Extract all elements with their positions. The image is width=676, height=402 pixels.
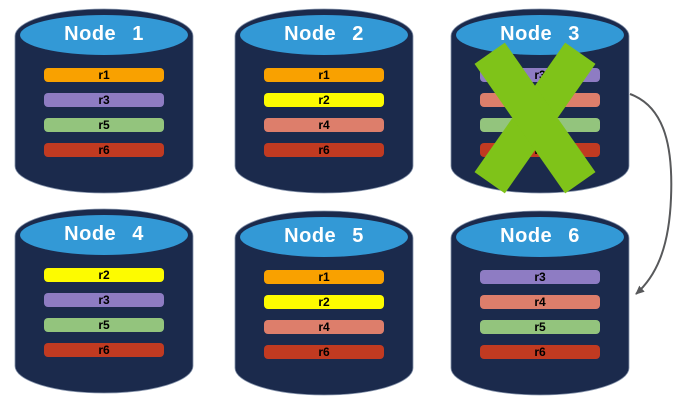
partition-bar: r6 [480,345,600,359]
partition-bar: r6 [44,143,164,157]
partition-bar: r1 [264,68,384,82]
node-title: Node 4 [64,222,144,245]
node-3: Node 3 r3 r4 r5 r6 [450,8,630,194]
partition-bar: r6 [264,345,384,359]
node-1: Node 1 r1 r3 r5 r6 [14,8,194,194]
partition-label: r6 [98,143,110,157]
partition-label: r5 [98,318,110,332]
partition-bar: r1 [264,270,384,284]
partition-bar: r2 [44,268,164,282]
partition-label: r2 [98,268,110,282]
partition-label: r2 [318,295,330,309]
partition-label: r4 [318,320,330,334]
partition-bar: r2 [264,93,384,107]
partition-label: r3 [98,93,110,107]
partition-label: r3 [98,293,110,307]
node-title: Node 2 [284,22,364,45]
partition-bar: r5 [44,118,164,132]
partition-label: r4 [318,118,330,132]
partition-label: r1 [98,68,110,82]
partition-label: r6 [318,345,330,359]
partition-label: r2 [318,93,330,107]
partition-label: r6 [534,345,546,359]
partition-bar: r4 [480,295,600,309]
node-6: Node 6 r3 r4 r5 r6 [450,210,630,396]
cylinder-top [20,215,188,255]
partition-bar: r5 [44,318,164,332]
partition-bar: r6 [44,343,164,357]
cylinder-top [240,217,408,257]
partition-bar: r2 [264,295,384,309]
node-2: Node 2 r1 r2 r4 r6 [234,8,414,194]
arrow-curve [629,93,673,295]
partition-label: r5 [534,320,546,334]
partition-bar: r4 [264,118,384,132]
cylinder-top [240,15,408,55]
partition-bar: r5 [480,320,600,334]
partition-label: r3 [534,68,546,82]
node-title: Node 1 [64,22,144,45]
node-title: Node 6 [500,224,580,247]
partition-bar: r1 [44,68,164,82]
cylinder-top [20,15,188,55]
partition-bar: r4 [264,320,384,334]
node-4: Node 4 r2 r3 r5 r6 [14,208,194,394]
partition-label: r6 [318,143,330,157]
partition-bar: r3 [44,93,164,107]
partition-label: r1 [318,68,330,82]
partition-bar: r6 [264,143,384,157]
node-title: Node 3 [500,22,580,45]
partition-label: r4 [534,295,546,309]
failure-x-icon [474,42,596,194]
node-5: Node 5 r1 r2 r4 r6 [234,210,414,396]
partition-label: r3 [534,270,546,284]
cylinder-top [456,217,624,257]
node-title: Node 5 [284,224,364,247]
partition-bar: r3 [480,270,600,284]
cylinder-top [456,15,624,55]
partition-label: r5 [98,118,110,132]
partition-bar: r3 [44,293,164,307]
partition-label: r1 [318,270,330,284]
partition-label: r6 [98,343,110,357]
